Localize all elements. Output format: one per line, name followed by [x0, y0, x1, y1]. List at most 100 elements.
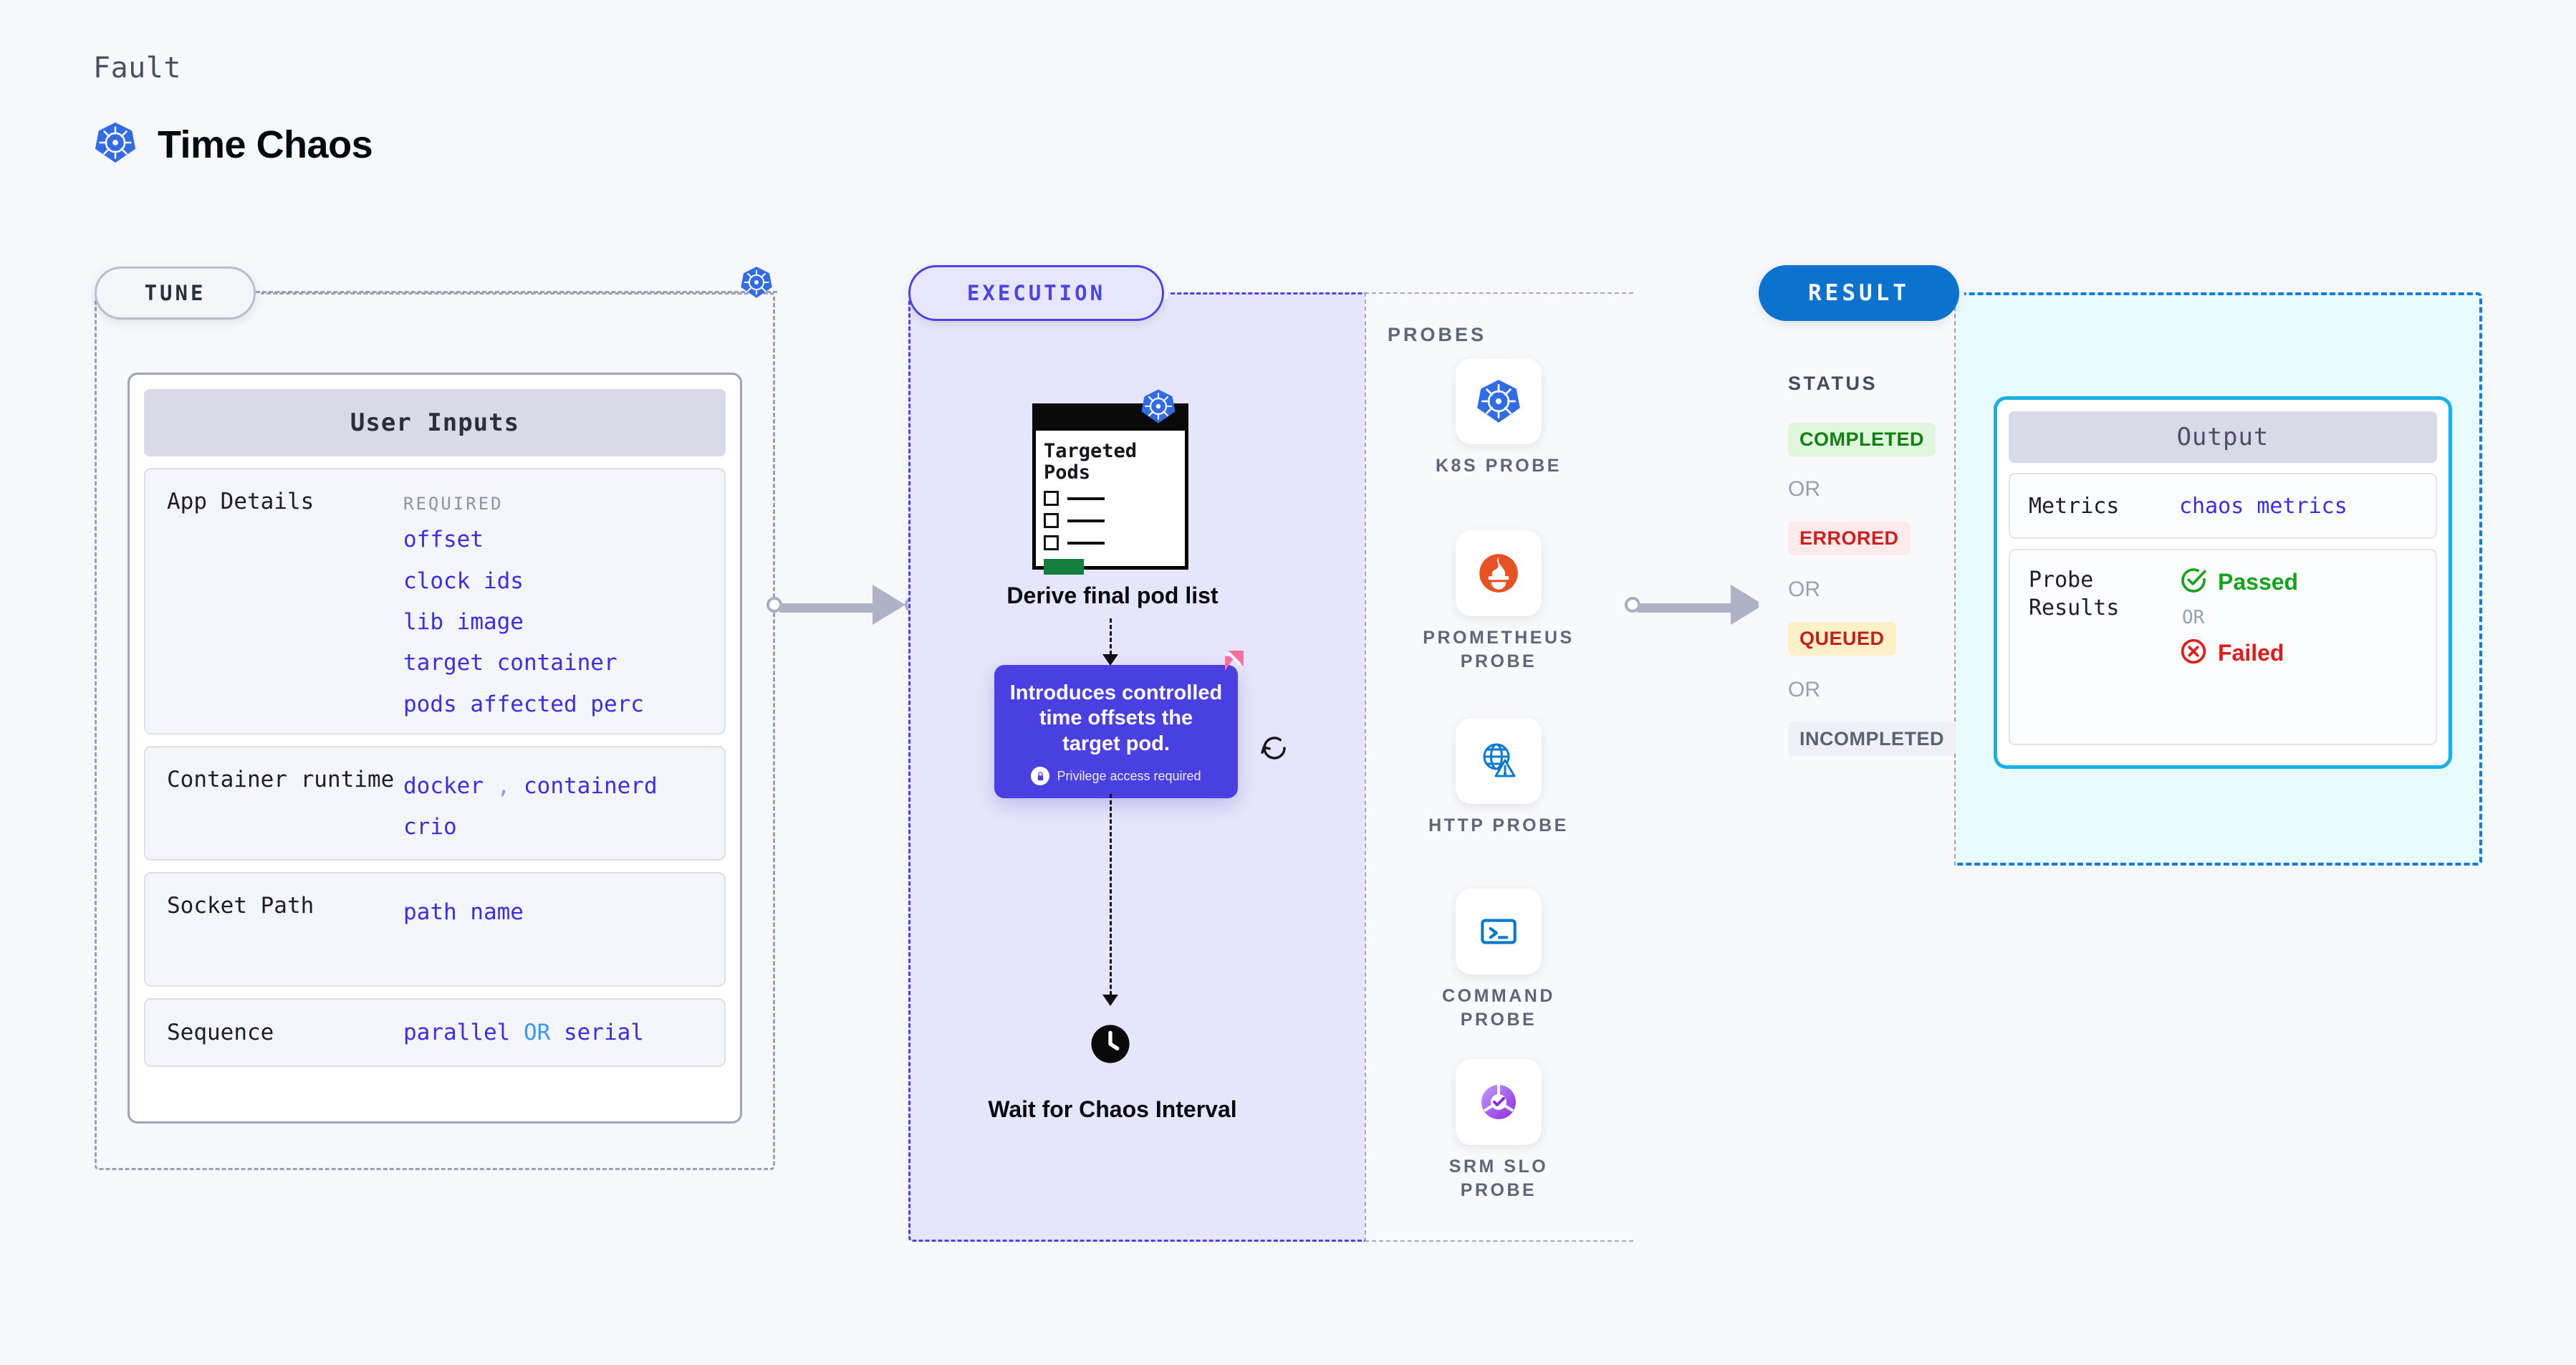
checklist-item: [1044, 513, 1180, 529]
pink-fault-badge-icon: [1203, 649, 1245, 694]
probe-item-command[interactable]: COMMAND PROBE: [1417, 889, 1580, 1031]
input-value: pods affected perc: [403, 691, 644, 717]
lock-icon: [1031, 767, 1050, 786]
input-row-socket-path: Socket Path path name: [144, 872, 726, 987]
tune-region-top-connector: [256, 291, 777, 293]
input-row-app-details: App Details REQUIRED offset clock ids li…: [144, 468, 726, 734]
input-value: docker: [403, 773, 484, 799]
output-title: Output: [2009, 411, 2437, 463]
status-column: [1759, 292, 1956, 866]
flow-arrow-head: [1102, 654, 1118, 666]
check-circle-icon: [2179, 566, 2208, 598]
checklist-line: [1067, 497, 1105, 500]
fault-description-tooltip: Introduces controlled time offsets the t…: [994, 665, 1238, 799]
input-row-values: docker , containerd crio: [403, 766, 658, 840]
input-row-values: path name: [403, 892, 524, 967]
step-label-derive-pod-list: Derive final pod list: [1006, 583, 1219, 608]
privilege-note: Privilege access required: [1009, 767, 1224, 786]
probe-label: PROMETHEUS PROBE: [1423, 628, 1575, 671]
probe-item-http[interactable]: HTTP PROBE: [1417, 718, 1580, 838]
refresh-icon[interactable]: [1259, 733, 1289, 767]
kubernetes-icon: [1140, 388, 1177, 428]
status-badge-incompleted: INCOMPLETED: [1788, 722, 1956, 756]
status-badge-label: ERRORED: [1788, 522, 1911, 555]
targeted-pods-card: Targeted Pods: [1032, 403, 1188, 575]
page-title: Time Chaos: [158, 123, 373, 166]
input-value: lib image: [403, 609, 524, 636]
value-or: OR: [523, 1019, 551, 1045]
x-circle-icon: [2179, 637, 2208, 669]
input-value: target container: [403, 650, 617, 676]
status-title: STATUS: [1788, 373, 1878, 394]
input-row-sequence: Sequence parallel OR serial: [144, 998, 726, 1067]
kubernetes-icon: [1456, 358, 1542, 444]
probe-result-or: OR: [2182, 607, 2205, 628]
checkbox-icon: [1044, 513, 1059, 529]
input-row-values: REQUIRED offset clock ids lib image targ…: [403, 488, 644, 717]
flow-arrow-head: [1102, 995, 1118, 1006]
checkbox-icon: [1044, 491, 1059, 507]
input-row-label: Socket Path: [167, 893, 314, 919]
status-badge-label: QUEUED: [1788, 622, 1896, 656]
execution-pill-label: EXECUTION: [908, 265, 1164, 321]
checkbox-icon: [1044, 535, 1059, 551]
execution-flow: Targeted Pods Derive fin: [908, 292, 1367, 1242]
user-inputs-card: User Inputs App Details REQUIRED offset …: [128, 373, 742, 1124]
step-label-wait-for-chaos-interval: Wait for Chaos Interval: [988, 1096, 1237, 1122]
input-value: path name: [403, 899, 524, 925]
checklist-line: [1067, 519, 1105, 522]
probe-label: HTTP PROBE: [1428, 815, 1569, 835]
input-row-container-runtime: Container runtime docker , containerd cr…: [144, 746, 726, 861]
probe-label: K8S PROBE: [1436, 456, 1562, 476]
input-value: clock ids: [403, 567, 524, 594]
probe-result-failed-label: Failed: [2218, 640, 2284, 666]
status-badge-errored: ERRORED: [1788, 522, 1911, 555]
prometheus-icon: [1456, 530, 1542, 616]
input-row-label: Sequence: [167, 1019, 274, 1045]
targeted-pods-title-2: Pods: [1044, 461, 1091, 484]
result-pill-label: RESULT: [1759, 265, 1959, 321]
terminal-icon: [1456, 889, 1542, 974]
input-row-label: Container runtime: [167, 767, 395, 792]
output-card: Output Metrics chaos metrics Probe Resul…: [1994, 396, 2452, 769]
value-separator: ,: [496, 773, 511, 799]
fault-description-text: Introduces controlled time offsets the t…: [1009, 681, 1223, 755]
connector-execution-to-result: [1625, 585, 1779, 625]
checklist-item: [1044, 491, 1180, 507]
status-badge-completed: COMPLETED: [1788, 423, 1936, 456]
output-row-label: Probe Results: [2029, 567, 2120, 621]
input-value: crio: [403, 814, 457, 840]
user-inputs-title: User Inputs: [144, 389, 726, 456]
status-or-2: OR: [1788, 578, 1820, 601]
kubernetes-icon: [93, 120, 138, 168]
output-row-probe-results: Probe Results Passed OR: [2009, 549, 2437, 745]
probe-result-passed-label: Passed: [2218, 569, 2299, 595]
required-label: REQUIRED: [403, 494, 504, 514]
status-or-1: OR: [1788, 477, 1820, 501]
status-badge-queued: QUEUED: [1788, 622, 1896, 656]
progress-bar: [1044, 559, 1084, 575]
targeted-pods-title: Targeted: [1044, 440, 1138, 462]
input-value: offset: [403, 527, 484, 553]
connector-tune-to-execution: [766, 585, 921, 625]
kubernetes-icon: [739, 265, 774, 303]
input-value: parallel: [403, 1019, 511, 1045]
probe-item-k8s[interactable]: K8S PROBE: [1417, 358, 1580, 478]
status-or-3: OR: [1788, 678, 1820, 701]
checklist-item: [1044, 535, 1180, 551]
probe-result-failed: Failed: [2179, 637, 2298, 669]
status-badge-label: INCOMPLETED: [1788, 722, 1956, 756]
probe-result-passed: Passed: [2179, 566, 2298, 598]
input-value: serial: [563, 1019, 644, 1045]
output-row-label: Metrics: [2029, 493, 2120, 519]
srm-slo-icon: [1456, 1059, 1542, 1145]
probe-label: COMMAND PROBE: [1442, 986, 1555, 1030]
status-badge-label: COMPLETED: [1788, 423, 1936, 456]
checklist-line: [1067, 541, 1105, 545]
clock-icon: [1090, 1023, 1131, 1068]
globe-warning-icon: [1456, 718, 1542, 804]
probe-item-prometheus[interactable]: PROMETHEUS PROBE: [1417, 530, 1580, 673]
probe-item-srm-slo[interactable]: SRM SLO PROBE: [1417, 1059, 1580, 1202]
probes-title: PROBES: [1388, 324, 1487, 345]
privilege-note-text: Privilege access required: [1057, 768, 1201, 783]
